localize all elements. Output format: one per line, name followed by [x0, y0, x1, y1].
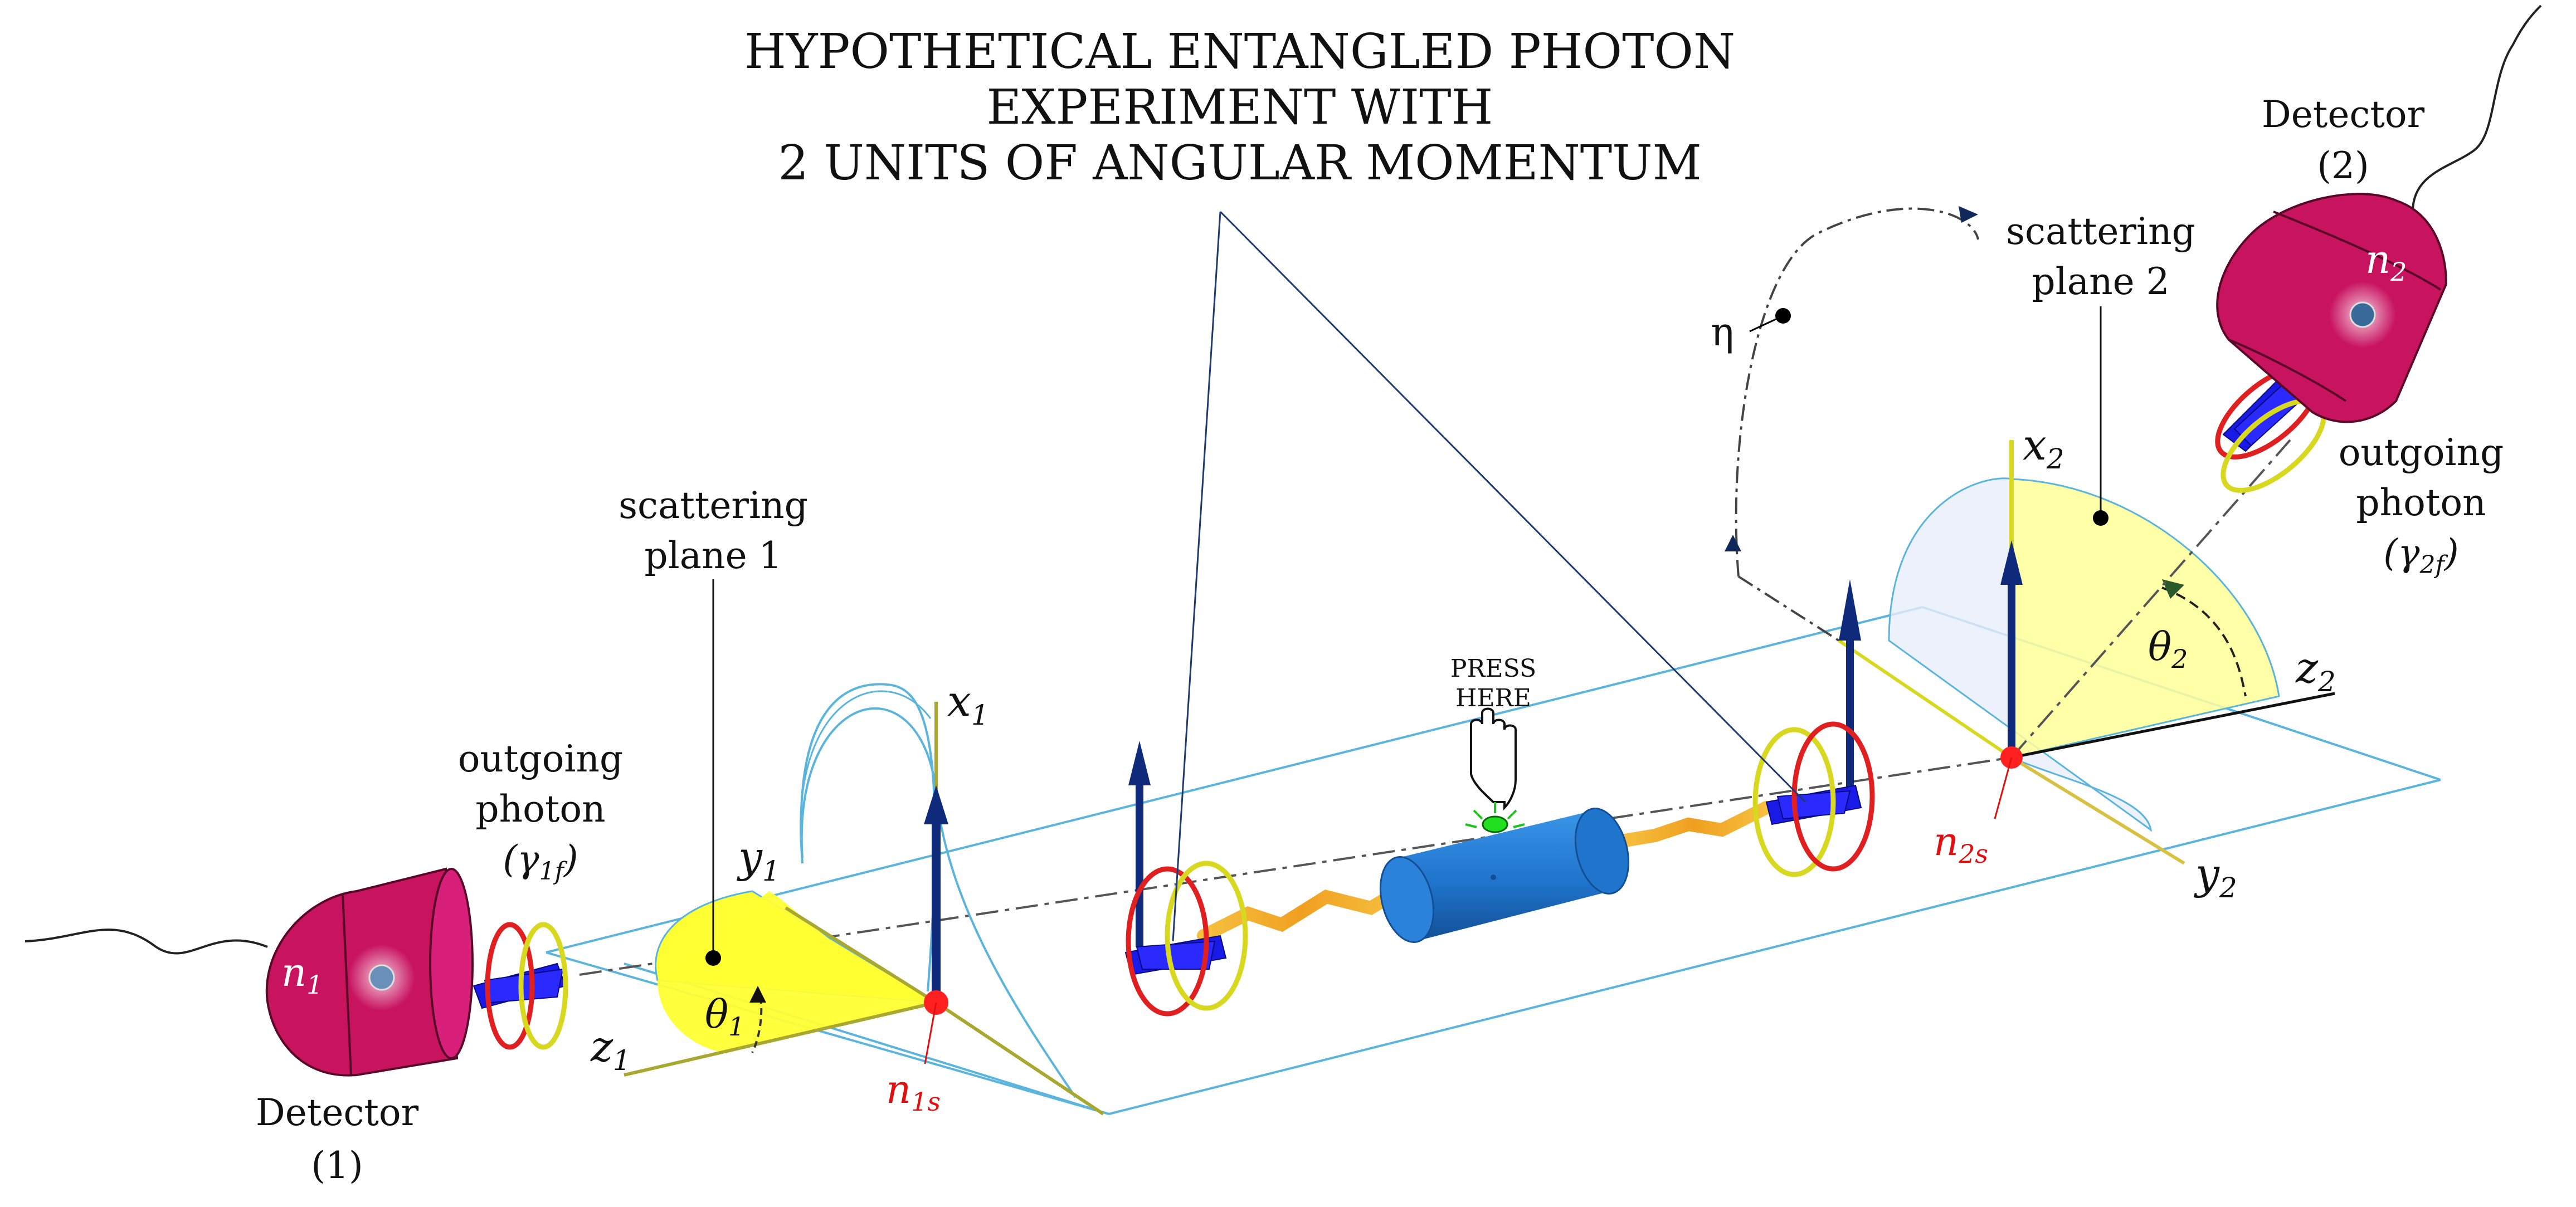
detector-2: [2216, 193, 2448, 423]
detector1-wire: [25, 929, 268, 955]
plane1-callout-dot: [705, 950, 721, 966]
title-line-3: 2 UNITS OF ANGULAR MOMENTUM: [778, 135, 1701, 191]
plane2-line2: plane 2: [2032, 260, 2169, 303]
axis2-y: [2010, 756, 2185, 865]
detector2-n-label: n2: [2365, 237, 2407, 287]
axis2-z: [2011, 692, 2335, 759]
detector2-wire: [2412, 4, 2542, 212]
pointing-hand-icon: [1470, 707, 1517, 810]
press-label-line1: PRESS: [1450, 654, 1536, 683]
axis1-x-label: x1: [947, 676, 989, 731]
eta-label: η: [1711, 309, 1734, 355]
axis1-y: [785, 906, 937, 1004]
detector1-number: (1): [311, 1144, 363, 1187]
photon2-dashed-path: [2010, 439, 2291, 759]
theta2-arc: [2161, 587, 2247, 697]
photon-packet-left: [1124, 935, 1227, 976]
photon2-line2: photon: [2356, 481, 2486, 524]
scatter2-leader: [1994, 757, 2013, 819]
source-cylinder[interactable]: [1372, 803, 1637, 947]
press-label-line2: HERE: [1455, 684, 1531, 712]
photon1-gamma: (γ1f): [503, 838, 578, 886]
photon2-line1: outgoing: [2339, 431, 2504, 474]
spin-arrow-photon2: [1839, 579, 1861, 802]
spin-rings-left: [1126, 861, 1248, 1017]
plane1-line2: plane 1: [644, 534, 782, 577]
button-glow: [1465, 802, 1525, 828]
title-line-1: HYPOTHETICAL ENTANGLED PHOTON: [744, 24, 1735, 80]
source-button[interactable]: [1482, 815, 1508, 833]
photon-packet-right: [1765, 784, 1862, 825]
photon1-line1: outgoing: [458, 737, 624, 780]
spin-arrow-photon1: [1128, 741, 1151, 947]
spin-rings-right: [1752, 721, 1875, 877]
eta-leader: [1749, 315, 1784, 333]
detector2-number: (2): [2317, 144, 2369, 187]
axis1-y-ext: [935, 1001, 1104, 1116]
axis1-z: [624, 1001, 937, 1077]
photon2-gamma: (γ2f): [2383, 531, 2458, 579]
detector1-name: Detector: [256, 1091, 419, 1134]
axis2-x-left: [1838, 639, 2013, 759]
eta-arrow-bottom: [1725, 535, 1741, 551]
axis1-z-label: z1: [590, 1022, 631, 1077]
theta2-arrowhead: [2162, 579, 2184, 599]
spin-arrow-scatter1: [924, 785, 948, 1003]
theta1-arrowhead: [749, 986, 766, 1003]
eta-rotation-path: [1735, 207, 1979, 642]
scattering-plane-1-arc-top: [800, 690, 932, 864]
axis2-y-label: y2: [2194, 849, 2237, 904]
theta1-label: θ1: [705, 991, 744, 1042]
axis1-y-label: y1: [737, 832, 780, 887]
title-line-2: EXPERIMENT WITH: [987, 80, 1493, 135]
plane2-line1: scattering: [2006, 210, 2195, 253]
scatter1-leader: [924, 1002, 937, 1064]
scattering-plane-2: [2010, 478, 2280, 759]
eta-arrow-top: [1959, 206, 1978, 223]
scatter1-label: n1s: [886, 1067, 941, 1117]
photon1-line2: photon: [475, 788, 605, 830]
spin-arrow-scatter2: [2000, 540, 2023, 758]
spin-rings-1f: [485, 922, 568, 1050]
detector1-n-label: n1: [281, 950, 323, 1000]
theta2-label: θ2: [2148, 624, 2188, 674]
scattering-plane-1-fill: [658, 891, 936, 1053]
detector2-name: Detector: [2262, 93, 2425, 136]
beam-right: [1615, 801, 1773, 848]
plane1-line1: scattering: [619, 484, 808, 527]
axis2-z-label: z2: [2295, 643, 2336, 698]
scatter2-label: n2s: [1934, 819, 1988, 869]
callout-leaders: [712, 306, 2102, 958]
title-leaders: [1172, 211, 1806, 942]
beam-left: [1197, 885, 1405, 942]
detector-1: [265, 867, 474, 1077]
plane2-callout-dot: [2093, 510, 2108, 526]
axis2-x-label: x2: [2023, 420, 2064, 475]
